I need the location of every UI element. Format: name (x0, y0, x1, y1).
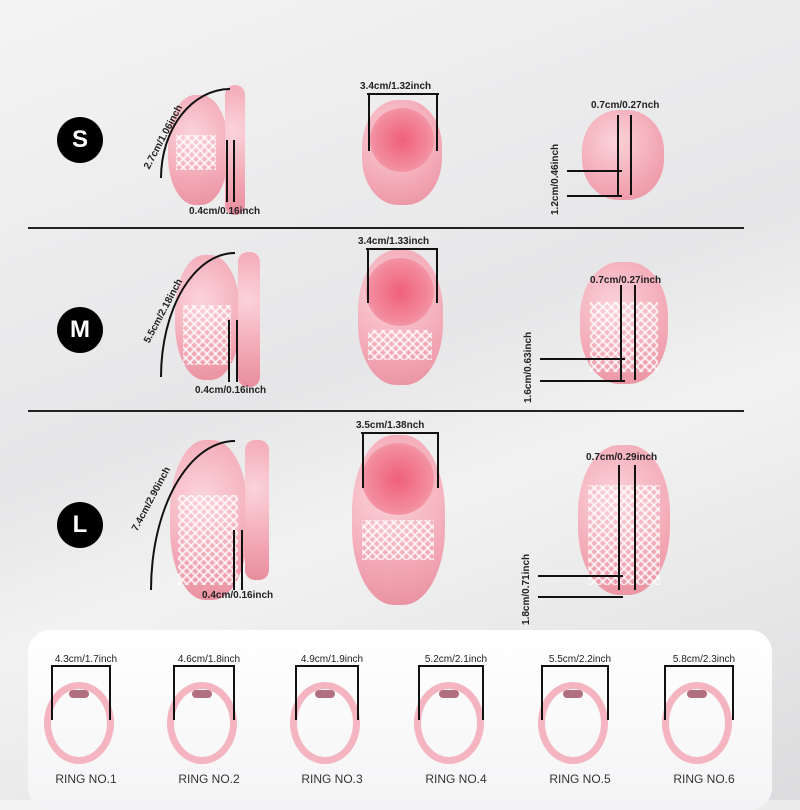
ring-item: 4.3cm/1.7inch RING NO.1 (24, 654, 148, 792)
back-view-image (582, 110, 664, 200)
ring-image (414, 682, 484, 764)
gap-label: 0.4cm/0.16inch (202, 590, 274, 601)
rings-panel (28, 630, 772, 810)
ring-image (538, 682, 608, 764)
hole-width-label: 0.7cm/0.29inch (586, 452, 658, 463)
ring-size-label: 5.5cm/2.2inch (548, 654, 612, 665)
ring-name-label: RING NO.6 (673, 772, 735, 786)
ring-image (662, 682, 732, 764)
hole-length-label: 1.6cm/0.63inch (523, 331, 534, 403)
ring-image (290, 682, 360, 764)
hole-length-label: 1.8cm/0.71inch (521, 553, 532, 625)
arc-measure-line (150, 440, 235, 590)
ring-size-label: 5.8cm/2.3inch (672, 654, 736, 665)
row-divider (28, 410, 744, 412)
arc-measure-line (160, 252, 235, 377)
size-badge-l: L (57, 502, 103, 548)
back-view-image (580, 262, 668, 384)
side-view-flap (245, 440, 269, 580)
ring-item: 4.9cm/1.9inch RING NO.3 (270, 654, 394, 792)
ring-item: 5.8cm/2.3inch RING NO.6 (642, 654, 766, 792)
ring-size-label: 5.2cm/2.1inch (424, 654, 488, 665)
gap-label: 0.4cm/0.16inch (195, 385, 267, 396)
front-view-image (362, 100, 442, 205)
ring-size-label: 4.3cm/1.7inch (54, 654, 118, 665)
front-width-label: 3.5cm/1.38nch (356, 420, 425, 431)
ring-name-label: RING NO.5 (549, 772, 611, 786)
ring-size-label: 4.9cm/1.9inch (300, 654, 364, 665)
ring-item: 5.2cm/2.1inch RING NO.4 (394, 654, 518, 792)
ring-name-label: RING NO.4 (425, 772, 487, 786)
ring-item: 4.6cm/1.8inch RING NO.2 (147, 654, 271, 792)
hole-length-label: 1.2cm/0.46inch (550, 143, 561, 215)
row-divider (28, 227, 744, 229)
ring-image (167, 682, 237, 764)
side-view-flap (225, 85, 245, 215)
front-view-image (358, 250, 443, 385)
ring-name-label: RING NO.2 (178, 772, 240, 786)
ring-size-label: 4.6cm/1.8inch (177, 654, 241, 665)
gap-label: 0.4cm/0.16inch (189, 206, 261, 217)
side-view-flap (238, 252, 260, 387)
ring-name-label: RING NO.1 (55, 772, 117, 786)
front-width-label: 3.4cm/1.32inch (360, 81, 432, 92)
back-view-image (578, 445, 670, 595)
ring-image (44, 682, 114, 764)
front-view-image (352, 435, 445, 605)
hole-width-label: 0.7cm/0.27inch (590, 275, 662, 286)
size-badge-s: S (57, 117, 103, 163)
ring-name-label: RING NO.3 (301, 772, 363, 786)
hole-width-label: 0.7cm/0.27nch (591, 100, 660, 111)
size-badge-m: M (57, 307, 103, 353)
ring-item: 5.5cm/2.2inch RING NO.5 (518, 654, 642, 792)
front-width-label: 3.4cm/1.33inch (358, 236, 430, 247)
